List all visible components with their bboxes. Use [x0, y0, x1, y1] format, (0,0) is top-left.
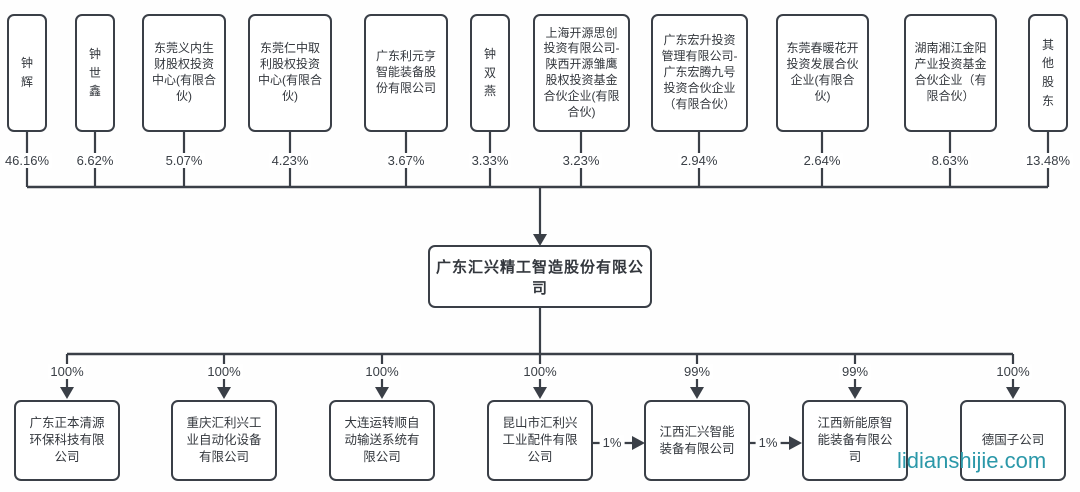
- watermark: lidianshijie.com: [897, 448, 1047, 473]
- parent-company-box: 广东汇兴精工智造股份有限公司: [428, 245, 652, 308]
- ownership-percentage: 6.62%: [73, 153, 117, 168]
- ownership-percentage: 100%: [204, 364, 244, 379]
- subsidiary-arrowhead-icon: [533, 387, 547, 399]
- ownership-percentage: 5.07%: [162, 153, 206, 168]
- subsidiary-box: 昆山市汇利兴工业配件有限公司: [487, 400, 593, 481]
- shareholder-box: 广东宏升投资管理有限公司-广东宏腾九号投资合伙企业（有限合伙）: [651, 14, 748, 132]
- shareholder-box: 上海开源思创投资有限公司-陕西开源雏鹰股权投资基金合伙企业(有限合伙): [533, 14, 630, 132]
- shareholder-box: 广东利元亨智能装备股份有限公司: [364, 14, 448, 132]
- cross-shareholding-label: 1%: [599, 435, 625, 450]
- parent-arrowhead-icon: [533, 234, 547, 246]
- ownership-percentage: 8.63%: [928, 153, 972, 168]
- cross-link-arrowhead-icon: [632, 436, 645, 450]
- ownership-percentage: 2.94%: [677, 153, 721, 168]
- shareholder-box: 钟双燕: [470, 14, 510, 132]
- shareholder-box: 东莞春暖花开投资发展合伙企业(有限合伙): [776, 14, 869, 132]
- ownership-percentage: 3.33%: [468, 153, 512, 168]
- subsidiary-name: 广东正本清源环保科技有限公司: [29, 416, 105, 464]
- subsidiary-name: 重庆汇利兴工业自动化设备有限公司: [186, 416, 262, 464]
- ownership-percentage: 99%: [680, 364, 714, 379]
- subsidiary-box: 广东正本清源环保科技有限公司: [14, 400, 120, 481]
- shareholder-name: 钟辉: [21, 56, 34, 89]
- subsidiary-box: 重庆汇利兴工业自动化设备有限公司: [171, 400, 277, 481]
- subsidiary-box: 大连运转顺自动输送系统有限公司: [329, 400, 435, 481]
- subsidiary-box: 江西汇兴智能装备有限公司: [644, 400, 750, 481]
- shareholder-name: 广东利元亨智能装备股份有限公司: [375, 49, 436, 95]
- subsidiary-arrowhead-icon: [848, 387, 862, 399]
- cross-shareholding-label: 1%: [755, 435, 781, 450]
- shareholder-name: 东莞春暖花开投资发展合伙企业(有限合伙): [786, 41, 859, 103]
- shareholder-name: 东莞义内生财股权投资中心(有限合伙): [152, 41, 216, 103]
- subsidiary-arrowhead-icon: [690, 387, 704, 399]
- cross-link-arrowhead-icon: [789, 436, 802, 450]
- ownership-percentage: 99%: [838, 364, 872, 379]
- shareholder-name: 其他股东: [1042, 37, 1055, 108]
- subsidiary-arrowhead-icon: [60, 387, 74, 399]
- ownership-percentage: 100%: [362, 364, 402, 379]
- ownership-percentage: 3.67%: [384, 153, 428, 168]
- ownership-percentage: 4.23%: [268, 153, 312, 168]
- shareholder-box: 钟辉: [7, 14, 47, 132]
- shareholder-name: 广东宏升投资管理有限公司-广东宏腾九号投资合伙企业（有限合伙）: [661, 33, 738, 111]
- shareholder-box: 钟世鑫: [75, 14, 115, 132]
- ownership-percentage: 100%: [520, 364, 560, 379]
- shareholder-box: 东莞仁中取利股权投资中心(有限合伙): [248, 14, 332, 132]
- subsidiary-arrowhead-icon: [375, 387, 389, 399]
- shareholder-name: 钟双燕: [484, 47, 497, 99]
- subsidiary-name: 德国子公司: [981, 433, 1045, 448]
- ownership-percentage: 3.23%: [559, 153, 603, 168]
- subsidiary-box: 江西新能原智能装备有限公司: [802, 400, 908, 481]
- subsidiary-name: 大连运转顺自动输送系统有限公司: [344, 416, 420, 464]
- subsidiary-arrowhead-icon: [217, 387, 231, 399]
- shareholder-box: 其他股东: [1028, 14, 1068, 132]
- ownership-percentage: 46.16%: [1, 153, 53, 168]
- shareholder-box: 东莞义内生财股权投资中心(有限合伙): [142, 14, 226, 132]
- shareholder-box: 湖南湘江金阳产业投资基金合伙企业（有限合伙）: [904, 14, 997, 132]
- shareholder-name: 钟世鑫: [89, 47, 102, 99]
- subsidiary-name: 江西新能原智能装备有限公司: [817, 416, 893, 464]
- shareholder-name: 湖南湘江金阳产业投资基金合伙企业（有限合伙）: [914, 41, 987, 103]
- shareholder-name: 上海开源思创投资有限公司-陕西开源雏鹰股权投资基金合伙企业(有限合伙): [543, 25, 620, 119]
- ownership-percentage: 13.48%: [1022, 153, 1074, 168]
- parent-company-name: 广东汇兴精工智造股份有限公司: [435, 258, 644, 297]
- ownership-percentage: 100%: [993, 364, 1033, 379]
- ownership-percentage: 100%: [47, 364, 87, 379]
- ownership-percentage: 2.64%: [800, 153, 844, 168]
- subsidiary-name: 昆山市汇利兴工业配件有限公司: [502, 416, 578, 464]
- subsidiary-arrowhead-icon: [1006, 387, 1020, 399]
- subsidiary-box: 德国子公司: [960, 400, 1066, 481]
- subsidiary-name: 江西汇兴智能装备有限公司: [659, 424, 735, 456]
- shareholder-name: 东莞仁中取利股权投资中心(有限合伙): [258, 41, 322, 103]
